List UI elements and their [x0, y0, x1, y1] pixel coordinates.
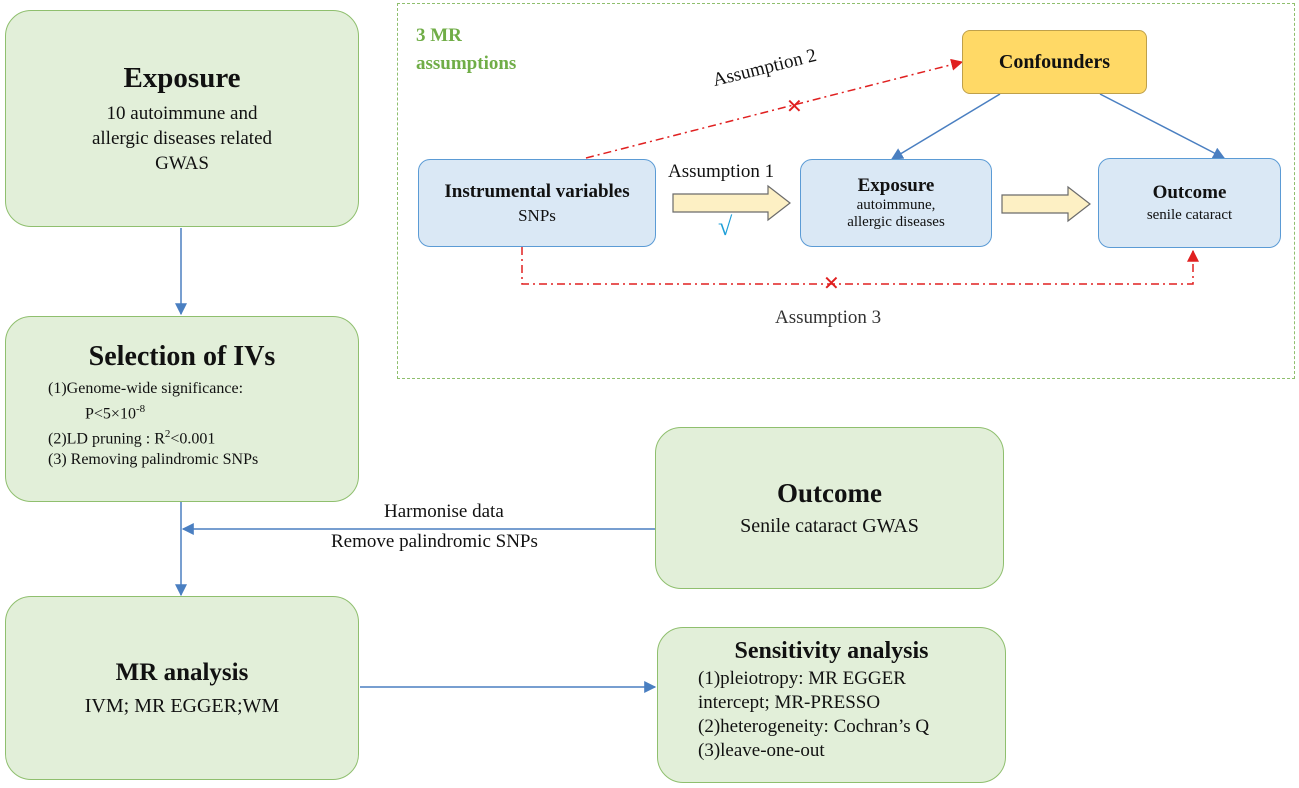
mr-outcome-box: Outcome senile cataract [1098, 158, 1281, 248]
outcome-box: Outcome Senile cataract GWAS [655, 427, 1004, 589]
instrumental-variables-title: Instrumental variables [444, 180, 630, 202]
assumption2-cross-icon: ✕ [786, 94, 803, 118]
selection-criteria: (1)Genome-wide significance: P<5×10-8 (2… [48, 380, 259, 468]
instrumental-variables-box: Instrumental variables SNPs [418, 159, 656, 247]
block-arrow-exposure-to-outcome [1001, 185, 1091, 223]
mr-analysis-title: MR analysis [115, 658, 249, 686]
harmonise-label: Harmonise data [384, 501, 504, 522]
arrow-confounders-to-exposure [890, 93, 1001, 160]
selection-title: Selection of IVs [88, 341, 276, 372]
selection-box: Selection of IVs (1)Genome-wide signific… [5, 316, 359, 502]
outcome-title: Outcome [777, 478, 882, 508]
sensitivity-box: Sensitivity analysis (1)pleiotropy: MR E… [657, 627, 1006, 783]
exposure-title: Exposure [123, 61, 241, 94]
confounders-box: Confounders [962, 30, 1147, 94]
mr-assumptions-panel [397, 3, 1295, 379]
remove-palindromic-label: Remove palindromic SNPs [331, 531, 538, 552]
instrumental-variables-sub: SNPs [518, 205, 556, 225]
pvalue-threshold: P<5×10-8 [85, 403, 146, 423]
exposure-box: Exposure 10 autoimmune and allergic dise… [5, 10, 359, 227]
mr-analysis-box: MR analysis IVM; MR EGGER;WM [5, 596, 359, 780]
arrow-confounders-to-outcome [1099, 93, 1226, 159]
sensitivity-methods: (1)pleiotropy: MR EGGER intercept; MR-PR… [698, 668, 930, 761]
assumption1-label: Assumption 1 [668, 161, 775, 182]
assumption3-cross-icon: ✕ [823, 271, 840, 295]
assumption3-line [521, 247, 1199, 285]
sensitivity-title: Sensitivity analysis [734, 638, 929, 664]
assumption3-label: Assumption 3 [775, 307, 882, 328]
mr-assumptions-title: 3 MR assumptions [416, 25, 517, 74]
mr-exposure-box: Exposure autoimmune, allergic diseases [800, 159, 992, 247]
ld-pruning-criterion: (2)LD pruning : R2<0.001 [48, 428, 216, 448]
block-arrow-iv-to-exposure [672, 184, 791, 222]
assumption1-check-icon: √ [718, 212, 733, 241]
